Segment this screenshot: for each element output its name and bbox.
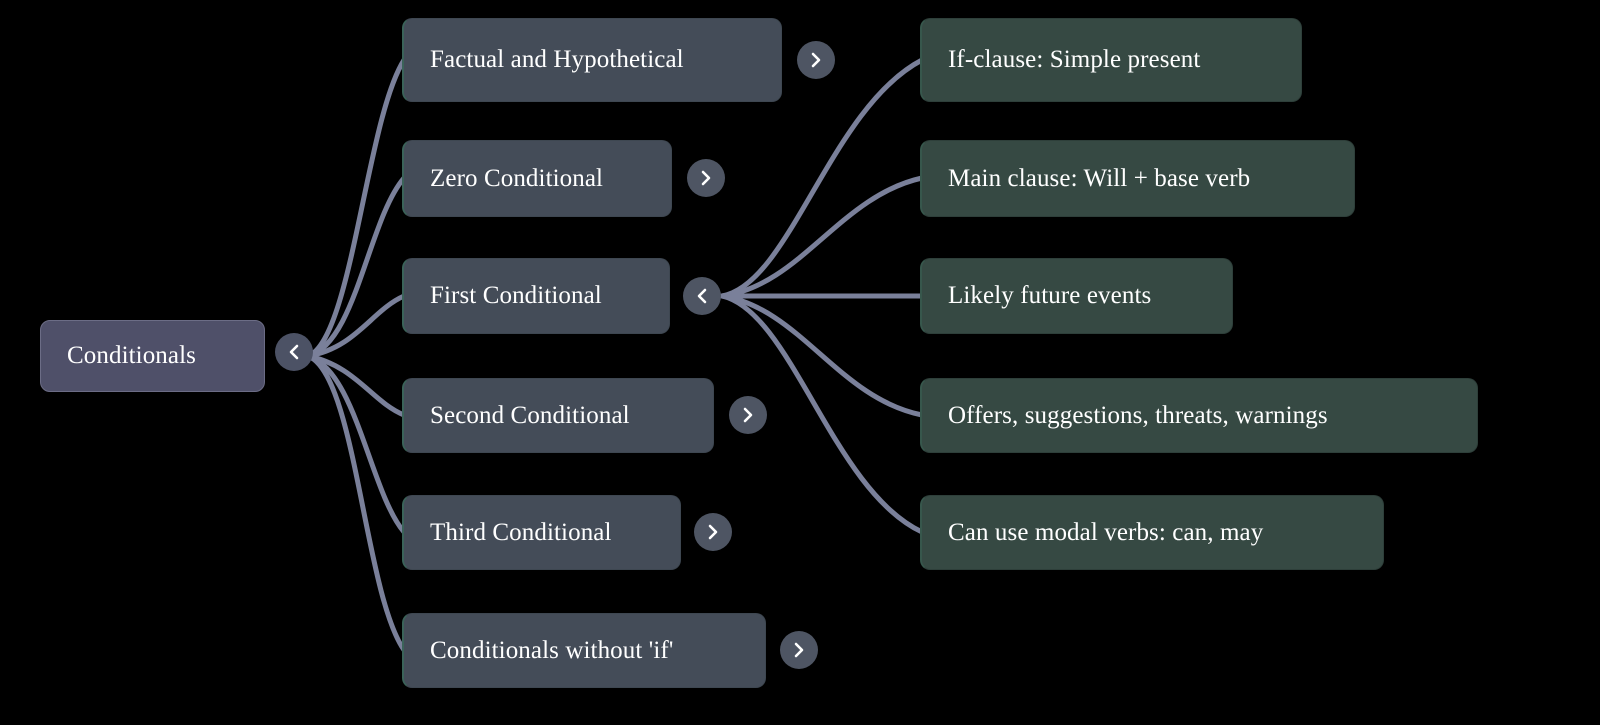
chevron-right-icon (743, 407, 753, 423)
edge-root-to-third (305, 353, 407, 535)
node-label: Factual and Hypothetical (430, 46, 684, 74)
node-label: Offers, suggestions, threats, warnings (948, 401, 1328, 429)
node-branch-factual-and-hypothetical[interactable]: Factual and Hypothetical (402, 18, 782, 102)
node-leaf-if-clause-simple-present[interactable]: If-clause: Simple present (920, 18, 1302, 102)
node-leaf-offers-suggestions-threats-warnings[interactable]: Offers, suggestions, threats, warnings (920, 378, 1478, 453)
chevron-left-icon (289, 344, 299, 360)
node-label: Likely future events (948, 282, 1152, 310)
chevron-right-icon (811, 52, 821, 68)
edge-root-to-factual (305, 57, 407, 359)
toggle-branch-factual-and-hypothetical[interactable] (797, 41, 835, 79)
edge-first-to-mainclause (719, 175, 925, 299)
toggle-branch-zero-conditional[interactable] (687, 159, 725, 197)
edge-root-to-zero (305, 175, 407, 359)
node-label: Third Conditional (430, 518, 612, 546)
chevron-right-icon (701, 170, 711, 186)
chevron-right-icon (708, 524, 718, 540)
node-branch-zero-conditional[interactable]: Zero Conditional (402, 140, 672, 217)
edge-root-to-second (305, 353, 407, 418)
node-label: Conditionals without 'if' (430, 636, 674, 664)
chevron-right-icon (794, 642, 804, 658)
toggle-branch-first-conditional[interactable] (683, 277, 721, 315)
node-label: Second Conditional (430, 401, 630, 429)
edge-root-to-first (305, 293, 407, 359)
node-branch-second-conditional[interactable]: Second Conditional (402, 378, 714, 453)
chevron-left-icon (697, 288, 707, 304)
node-leaf-can-use-modal-verbs[interactable]: Can use modal verbs: can, may (920, 495, 1384, 570)
toggle-root[interactable] (275, 333, 313, 371)
node-label: First Conditional (430, 282, 602, 310)
node-branch-third-conditional[interactable]: Third Conditional (402, 495, 681, 570)
node-label: If-clause: Simple present (948, 46, 1201, 74)
node-label: Conditionals (67, 342, 196, 370)
node-label: Main clause: Will + base verb (948, 164, 1251, 192)
node-branch-first-conditional[interactable]: First Conditional (402, 258, 670, 334)
node-leaf-main-clause-will-base-verb[interactable]: Main clause: Will + base verb (920, 140, 1355, 217)
node-leaf-likely-future-events[interactable]: Likely future events (920, 258, 1233, 334)
toggle-branch-conditionals-without-if[interactable] (780, 631, 818, 669)
node-label: Zero Conditional (430, 164, 604, 192)
toggle-branch-third-conditional[interactable] (694, 513, 732, 551)
node-branch-conditionals-without-if[interactable]: Conditionals without 'if' (402, 613, 766, 688)
node-root-conditionals[interactable]: Conditionals (40, 320, 265, 392)
node-label: Can use modal verbs: can, may (948, 518, 1264, 546)
edge-root-to-without-if (305, 353, 407, 653)
toggle-branch-second-conditional[interactable] (729, 396, 767, 434)
